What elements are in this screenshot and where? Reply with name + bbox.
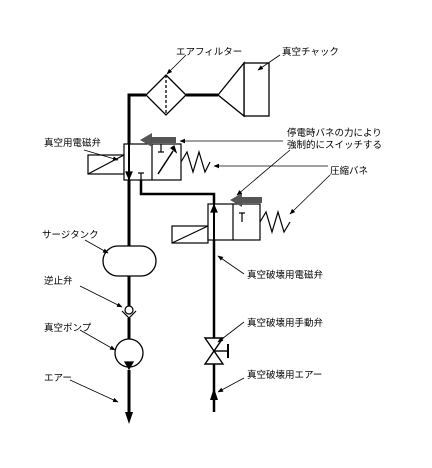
vacuum-break-manual-valve-label: 真空破壊用手動弁 [247, 318, 324, 329]
exhaust-air-arrow-icon [125, 412, 133, 424]
check-valve-icon [121, 305, 137, 319]
break-valve-shift-arrow-icon [230, 193, 262, 207]
surge-tank-label: サージタンク [42, 230, 99, 241]
vacuum-pump-icon [114, 338, 144, 371]
leader-lines [69, 54, 331, 403]
main-vacuum-pipe [127, 93, 218, 412]
valve-connection-pipe [139, 180, 216, 204]
compression-spring-label: 圧縮バネ [330, 166, 369, 177]
vacuum-solenoid-valve-label: 真空用電磁弁 [44, 138, 102, 149]
vacuum-break-solenoid-valve-label: 真空破壊用電磁弁 [247, 270, 324, 281]
air-label: エアー [44, 373, 72, 384]
surge-tank-icon [102, 245, 157, 277]
spring-note-line2: 強制的にスイッチする [287, 140, 383, 151]
break-air-inlet-arrow-icon [210, 388, 218, 400]
vacuum-chuck-icon [217, 61, 270, 118]
air-filter-label: エアフィルター [176, 47, 243, 58]
vacuum-chuck-label: 真空チャック [282, 47, 339, 58]
vacuum-solenoid-valve [87, 143, 211, 181]
vacuum-pump-label: 真空ポンプ [44, 323, 92, 334]
manual-valve-icon [203, 337, 229, 365]
vacuum-break-air-label: 真空破壊用エアー [247, 370, 323, 381]
spring-note-line1: 停電時バネの力により [287, 128, 382, 139]
air-filter-icon [145, 74, 187, 116]
spring-force-arrow-icon [140, 133, 176, 147]
check-valve-label: 逆止弁 [44, 276, 73, 287]
vacuum-break-solenoid-valve [171, 203, 291, 244]
